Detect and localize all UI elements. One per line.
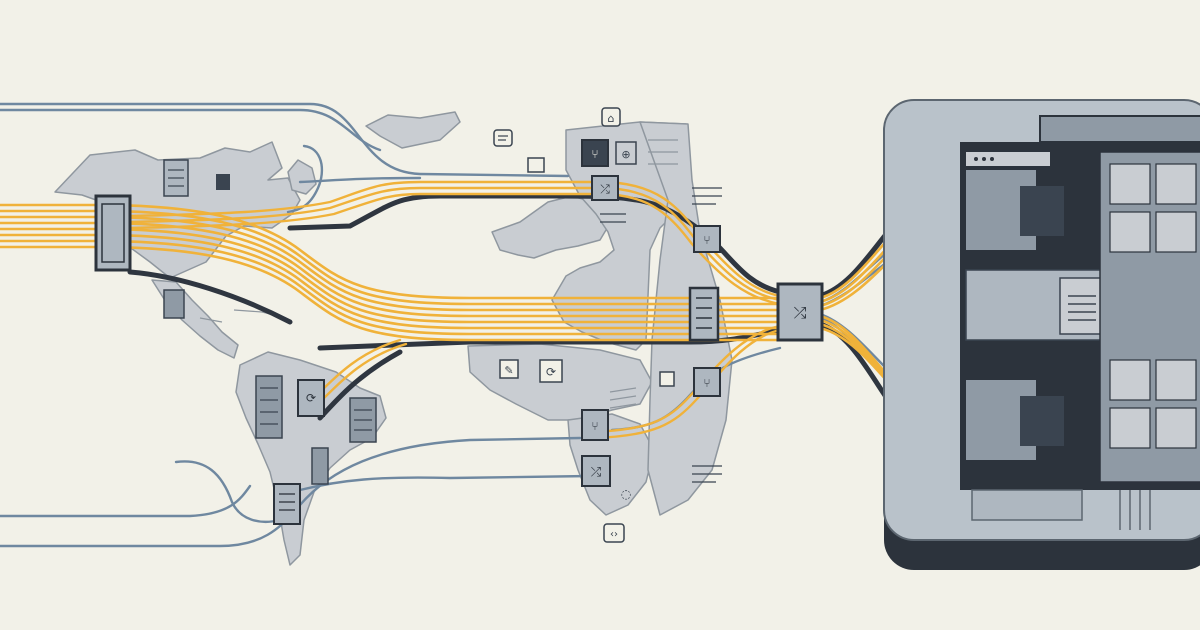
landmass-arctic-island bbox=[287, 159, 317, 195]
cable-blue-bottom-4 bbox=[298, 474, 592, 492]
node-top-header: ⑂ bbox=[581, 139, 609, 167]
fiber-strand bbox=[0, 203, 782, 300]
center-module-lines bbox=[1068, 295, 1096, 321]
landmass-greenland bbox=[365, 111, 461, 149]
node-globe: ⊕ bbox=[615, 141, 637, 165]
junction-center bbox=[688, 286, 720, 342]
window-dot bbox=[974, 157, 978, 161]
node-rack-sa-3 bbox=[311, 447, 329, 485]
node-rack-ca bbox=[163, 289, 185, 319]
shuffle-icon: ⤮ bbox=[794, 303, 807, 322]
floating-icons: ⌂ ‹› ✎ ⟳ ◌ bbox=[493, 107, 722, 543]
node-branch-top-right: ⑂ bbox=[693, 225, 721, 253]
fiber-bundle-upper bbox=[128, 180, 782, 306]
sync-icon: ⟳ bbox=[306, 391, 316, 405]
window-dot bbox=[990, 157, 994, 161]
cable-dark-middle-top bbox=[127, 269, 293, 325]
fiber-strand bbox=[588, 324, 782, 434]
map-detail-line-4 bbox=[648, 139, 678, 165]
window-icon-group bbox=[527, 157, 545, 173]
folder-icon-group bbox=[659, 371, 675, 387]
shuffle-icon: ⤮ bbox=[591, 465, 602, 480]
code-brackets-icon-group: ‹› bbox=[603, 523, 625, 543]
slot bbox=[1109, 163, 1151, 205]
chassis-port-bottom bbox=[1020, 396, 1064, 446]
landmass-europe bbox=[491, 195, 613, 259]
code-brackets-icon: ‹› bbox=[610, 529, 618, 540]
chassis-port-top bbox=[1020, 186, 1064, 236]
node-branch-bottom-right: ⑂ bbox=[693, 367, 721, 397]
branch-icon: ⑂ bbox=[703, 376, 710, 390]
node-south-america bbox=[273, 483, 301, 525]
cable-blue-upper-right bbox=[298, 176, 422, 184]
fiber-strand bbox=[0, 233, 782, 330]
junction-nodes: ⤮ ⤮ ⑂ ⑂ ⑂ ⊕ ⟳ ⑂ bbox=[94, 139, 824, 525]
window-dot bbox=[982, 157, 986, 161]
slot bbox=[1109, 211, 1151, 253]
fiber-strand bbox=[592, 328, 782, 440]
branch-icon: ⑂ bbox=[591, 419, 598, 433]
sync-icon: ⟳ bbox=[546, 365, 556, 379]
fiber-strand bbox=[128, 192, 782, 306]
slot bbox=[1155, 359, 1197, 401]
fiber-strand bbox=[128, 180, 782, 298]
fiber-strand bbox=[0, 227, 782, 324]
cable-blue-bottom-3 bbox=[174, 460, 282, 524]
cable-blue-curl bbox=[286, 144, 324, 214]
cable-blue-top-2 bbox=[0, 108, 382, 152]
fiber-strand bbox=[0, 239, 782, 336]
node-rack-sa-2 bbox=[349, 397, 377, 443]
chat-bubble-icon-group bbox=[493, 129, 513, 147]
node-shuffle-top: ⤮ bbox=[591, 175, 619, 201]
fiber-strand bbox=[314, 342, 408, 408]
slot bbox=[1109, 407, 1151, 449]
node-africa-2: ⤮ bbox=[581, 455, 611, 487]
slot bbox=[1155, 211, 1197, 253]
node-rack-sa-1 bbox=[255, 375, 283, 439]
slot bbox=[1109, 359, 1151, 401]
cable-blue-bottom-2 bbox=[0, 484, 252, 518]
slot bbox=[1155, 407, 1197, 449]
chassis-foot bbox=[971, 489, 1083, 521]
branch-icon: ⑂ bbox=[703, 233, 710, 247]
chassis-window-top-bar bbox=[966, 152, 1050, 166]
globe-icon: ⊕ bbox=[621, 148, 630, 161]
chassis-grille bbox=[1119, 490, 1151, 530]
feather-icon-group: ✎ bbox=[499, 359, 519, 379]
fiber-bundle-lower bbox=[308, 324, 782, 440]
map-detail-line-2 bbox=[199, 317, 223, 323]
junction-merge: ⤮ bbox=[776, 282, 824, 342]
decorative-text-lines bbox=[600, 187, 722, 483]
server-chassis bbox=[883, 99, 1200, 570]
branch-icon: ⑂ bbox=[591, 147, 598, 161]
cable-dark-lower bbox=[317, 349, 403, 421]
node-square-na bbox=[216, 174, 230, 190]
right-column-slots bbox=[1109, 163, 1197, 449]
shuffle-icon: ⤮ bbox=[600, 182, 610, 196]
fiber-strand bbox=[128, 186, 782, 302]
fiber-strand bbox=[0, 245, 782, 342]
slot bbox=[1155, 163, 1197, 205]
node-server-small-na bbox=[163, 159, 189, 197]
map-pin-icon: ⌂ bbox=[608, 112, 615, 125]
loading-spinner-icon: ◌ bbox=[621, 487, 631, 501]
sync-icon-group: ⟳ bbox=[539, 359, 563, 383]
map-pin-icon-group: ⌂ bbox=[601, 107, 621, 127]
connector-left-main bbox=[94, 194, 132, 272]
chassis-top-block bbox=[1039, 115, 1200, 143]
node-africa-1: ⑂ bbox=[581, 409, 609, 441]
node-lower-left: ⟳ bbox=[297, 379, 325, 417]
map-detail-line-3 bbox=[609, 387, 637, 409]
cable-blue-bottom-1 bbox=[0, 436, 582, 548]
window-dots bbox=[974, 157, 994, 161]
feather-icon: ✎ bbox=[504, 364, 513, 377]
